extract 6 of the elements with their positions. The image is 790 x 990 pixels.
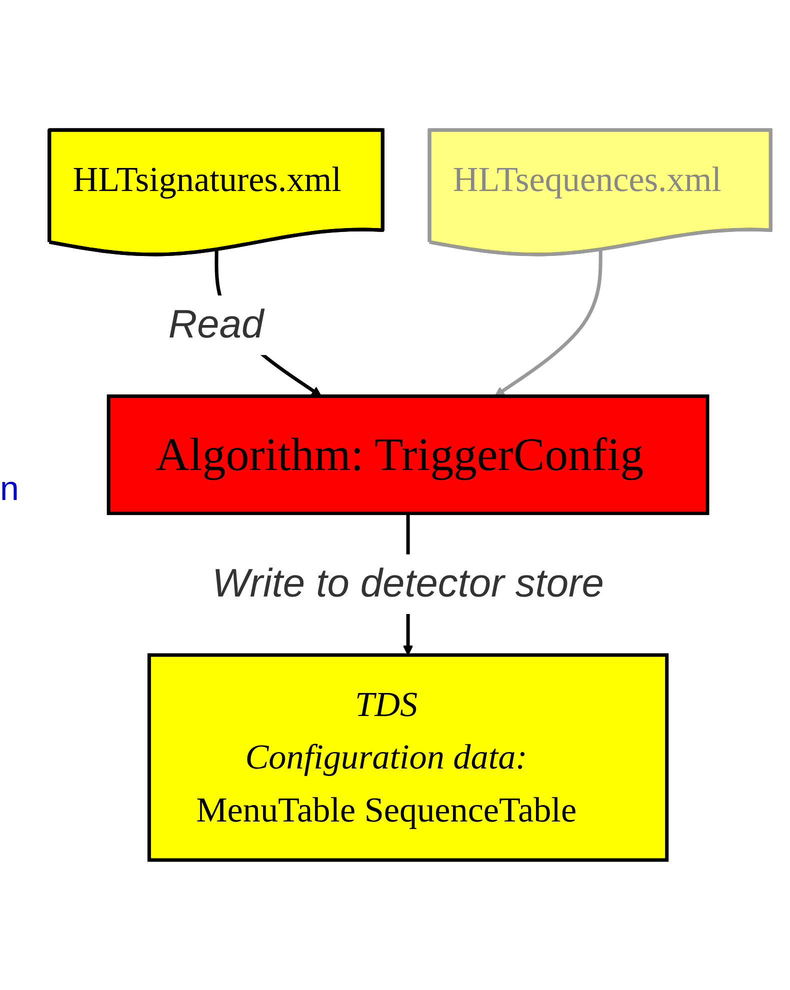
arrow (494, 250, 602, 397)
node-box: Algorithm: TriggerConfig (106, 394, 710, 516)
edge-label: Write to detector store (212, 561, 604, 606)
note-text: n (0, 470, 19, 509)
node-box: TDS Configuration data: MenuTable SequenceTable (147, 653, 669, 862)
edge-label: Read (168, 302, 264, 347)
